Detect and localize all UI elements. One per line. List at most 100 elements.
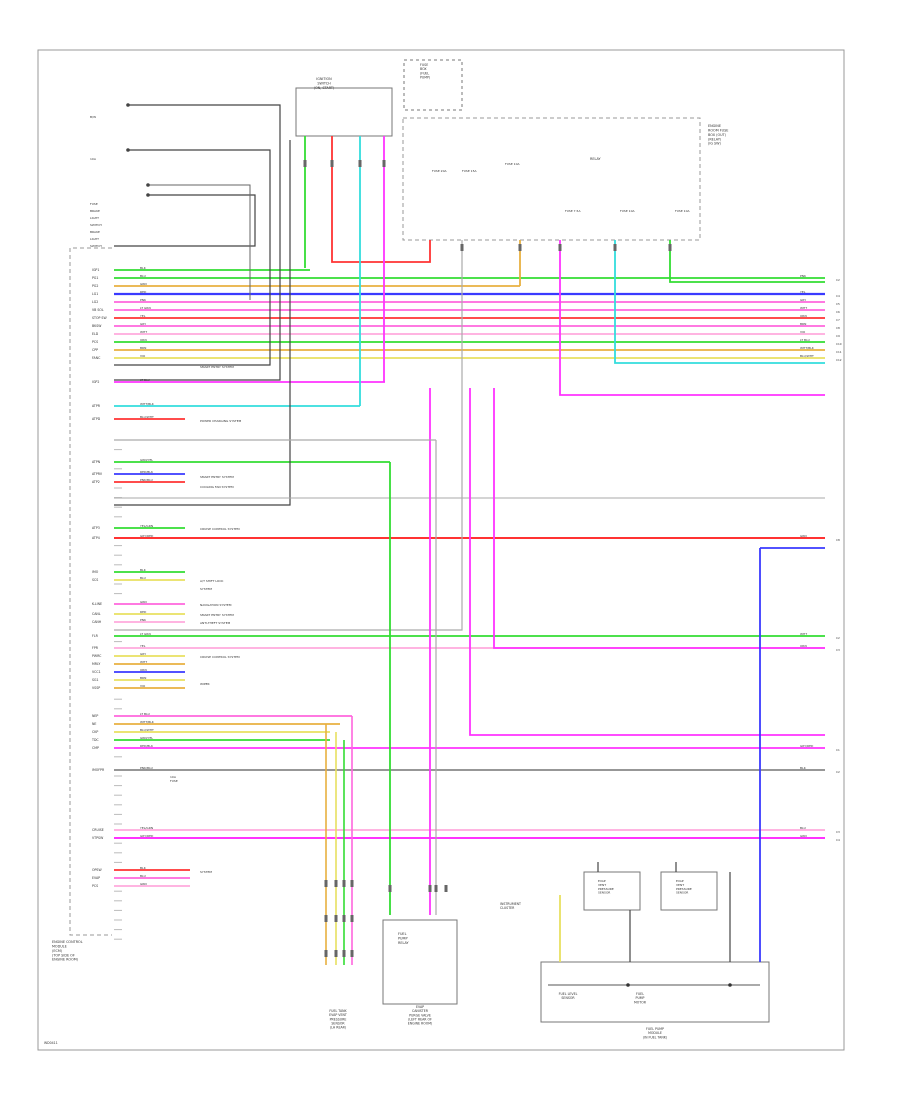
- ecm-pin-label: FLR: [92, 634, 99, 638]
- system-reference-note: SMART ENTRY SYSTEM: [200, 475, 234, 479]
- ecm-pin-label: NE: [92, 722, 96, 726]
- fuse-rating-label: FUSE 10A: [675, 209, 690, 213]
- ig-switch-connector-pin: [358, 160, 362, 167]
- ecm-pin-label: PG1: [92, 276, 98, 280]
- system-reference-note: SMART ENTRY SYSTEM: [200, 365, 234, 369]
- wire-color-code: GRY/RED: [140, 834, 154, 838]
- wire-color-code: PNK/BLU: [140, 766, 153, 770]
- wire-color-code: GRN/YEL: [140, 458, 153, 462]
- splice-dot: [146, 183, 150, 187]
- connector-ref: C12: [836, 358, 842, 362]
- wire-color-code: GRN: [140, 282, 147, 286]
- wire-color-code: WHT: [140, 660, 147, 664]
- left-reference-label: FUSE: [90, 202, 98, 206]
- fuel-pump-motor-label-line: PUMP: [636, 996, 645, 1000]
- fuel-tank-pressure-label-line: EVAP VENT: [329, 1013, 347, 1017]
- ecm-pin-label: K-LINE: [92, 602, 102, 606]
- ecm-pin-label: TDC: [91, 738, 99, 742]
- fuse-connector-pin: [613, 244, 617, 251]
- fuse-connector-pin: [460, 244, 464, 251]
- fuse-connector-pin: [518, 244, 522, 251]
- wire-color-code: RED/BLK: [140, 470, 154, 474]
- wire-color-code-right: LT BLU: [800, 338, 810, 342]
- system-reference-note: A/T SHIFT LOCK: [200, 579, 224, 583]
- ecm-pin-label: OPSW: [92, 868, 102, 872]
- ecm-pin-label: PWRC: [92, 654, 102, 658]
- wire-color-code: RED: [140, 290, 147, 294]
- connector-ref: C11: [836, 350, 842, 354]
- fuse-magenta-run: [559, 240, 825, 396]
- ecm-pin-label: PG2: [92, 284, 98, 288]
- ecm-pin-label: ATPR: [92, 404, 101, 408]
- wire-color-code: BLU: [140, 576, 146, 580]
- fuel-pump-relay-label-line: FUEL: [398, 932, 407, 936]
- brake-light-feed: [114, 104, 281, 381]
- wire-color-code: VIO: [140, 684, 146, 688]
- left-reference-label: LIGHT: [90, 216, 99, 220]
- fuel-pump-motor-wire: [493, 388, 825, 649]
- system-reference-note: SYSTEM: [200, 587, 212, 591]
- ecm-pin-label: CMP: [92, 746, 99, 750]
- tank-connector-pin: [350, 880, 354, 887]
- static-outlines: [69, 59, 770, 1023]
- wire-color-code: BRN: [140, 346, 146, 350]
- ecm-pin-label: MRLY: [92, 662, 100, 666]
- fuel-tank-pressure-label-line: PRESSURE: [330, 1017, 347, 1021]
- fuel-pump-fuse-label-line: (FUEL: [420, 71, 429, 75]
- tank-connector-pin: [334, 915, 338, 922]
- ecm-label-line: ENGINE CONTROL: [52, 940, 83, 944]
- engine-room-fuse-label-line: BOX (OUT): [708, 133, 727, 137]
- ig-switch-red: [331, 136, 431, 263]
- wire-color-code-right: ORN: [800, 644, 807, 648]
- splice-dot: [126, 148, 130, 152]
- engine-room-fuse-label-line: ROOM FUSE: [708, 128, 728, 132]
- ecm-pin-label: VSSP: [92, 686, 100, 690]
- wire-color-code: BLU: [140, 874, 146, 878]
- ig-switch-connector-pin: [382, 160, 386, 167]
- wire-color-code: PNK: [140, 298, 147, 302]
- evap-connector-pin: [428, 885, 432, 892]
- ref-fuse-label-line: FUSE: [170, 779, 178, 783]
- ecm-pin-label: IMOFPR: [92, 768, 105, 772]
- ecm-pin-label: FANC: [92, 356, 101, 360]
- tank-connector-pin: [324, 880, 328, 887]
- ignition-switch-label-line: SWITCH: [317, 81, 331, 85]
- ecm-pin-label: ATPRV: [92, 472, 103, 476]
- system-reference-note: CRUISE CONTROL SYSTEM: [200, 527, 240, 531]
- connector-ref: C4: [836, 294, 840, 298]
- evap-pressure-sensor-label-2-line: PRESSURE: [676, 887, 692, 891]
- fuel-level-sensor-label-line: FUEL LEVEL: [559, 992, 578, 996]
- ecm-pin-label: PCS: [92, 884, 98, 888]
- fuel-level-sensor-label-line: SENSOR: [561, 996, 575, 1000]
- ecm-pin-label: ELD: [92, 332, 99, 336]
- system-reference-note: NAVIGATION SYSTEM: [200, 603, 232, 607]
- left-reference-label: 10A: [90, 157, 97, 161]
- instrument-cluster-label-line: INSTRUMENT: [500, 902, 521, 906]
- wire-color-code-right: YEL: [800, 290, 806, 294]
- ignition-switch-box: [295, 87, 393, 137]
- instrument-cluster-label-line: CLUSTER: [500, 906, 515, 910]
- ecm-pin-label: IGP2: [92, 380, 99, 384]
- fuel-pump-relay-label-line: RELAY: [398, 941, 410, 945]
- tank-connector-pin: [324, 915, 328, 922]
- wire-color-code-right: ORN: [800, 314, 807, 318]
- evap-canister-label-line: ENGINE ROOM): [408, 1022, 432, 1026]
- wire-color-code: YEL: [140, 314, 146, 318]
- tank-connector-pin: [342, 880, 346, 887]
- engine-room-fuse-label-line: (IG SW): [708, 142, 722, 146]
- fuse-connector-pin: [558, 244, 562, 251]
- wire-color-code: GRN: [140, 600, 147, 604]
- ecm-pin-label: ATP2: [92, 480, 100, 484]
- wire-color-code: WHT/BLK: [140, 402, 155, 406]
- evap-canister-label-line: (LEFT REAR OF: [408, 1017, 432, 1021]
- connector-ref: C3: [836, 648, 840, 652]
- brake-switch-wire: [114, 149, 271, 366]
- fuse-rating-label: FUSE 15A: [462, 169, 477, 173]
- ecm-pin-label: NEP: [92, 714, 98, 718]
- evap-canister-label-line: CANISTER: [412, 1009, 429, 1013]
- splice-dot: [146, 193, 150, 197]
- system-reference-note: CRUISE CONTROL SYSTEM: [200, 655, 240, 659]
- fuel-tank-pressure-label-line: SENSOR: [331, 1021, 345, 1025]
- connector-ref: C2: [836, 770, 840, 774]
